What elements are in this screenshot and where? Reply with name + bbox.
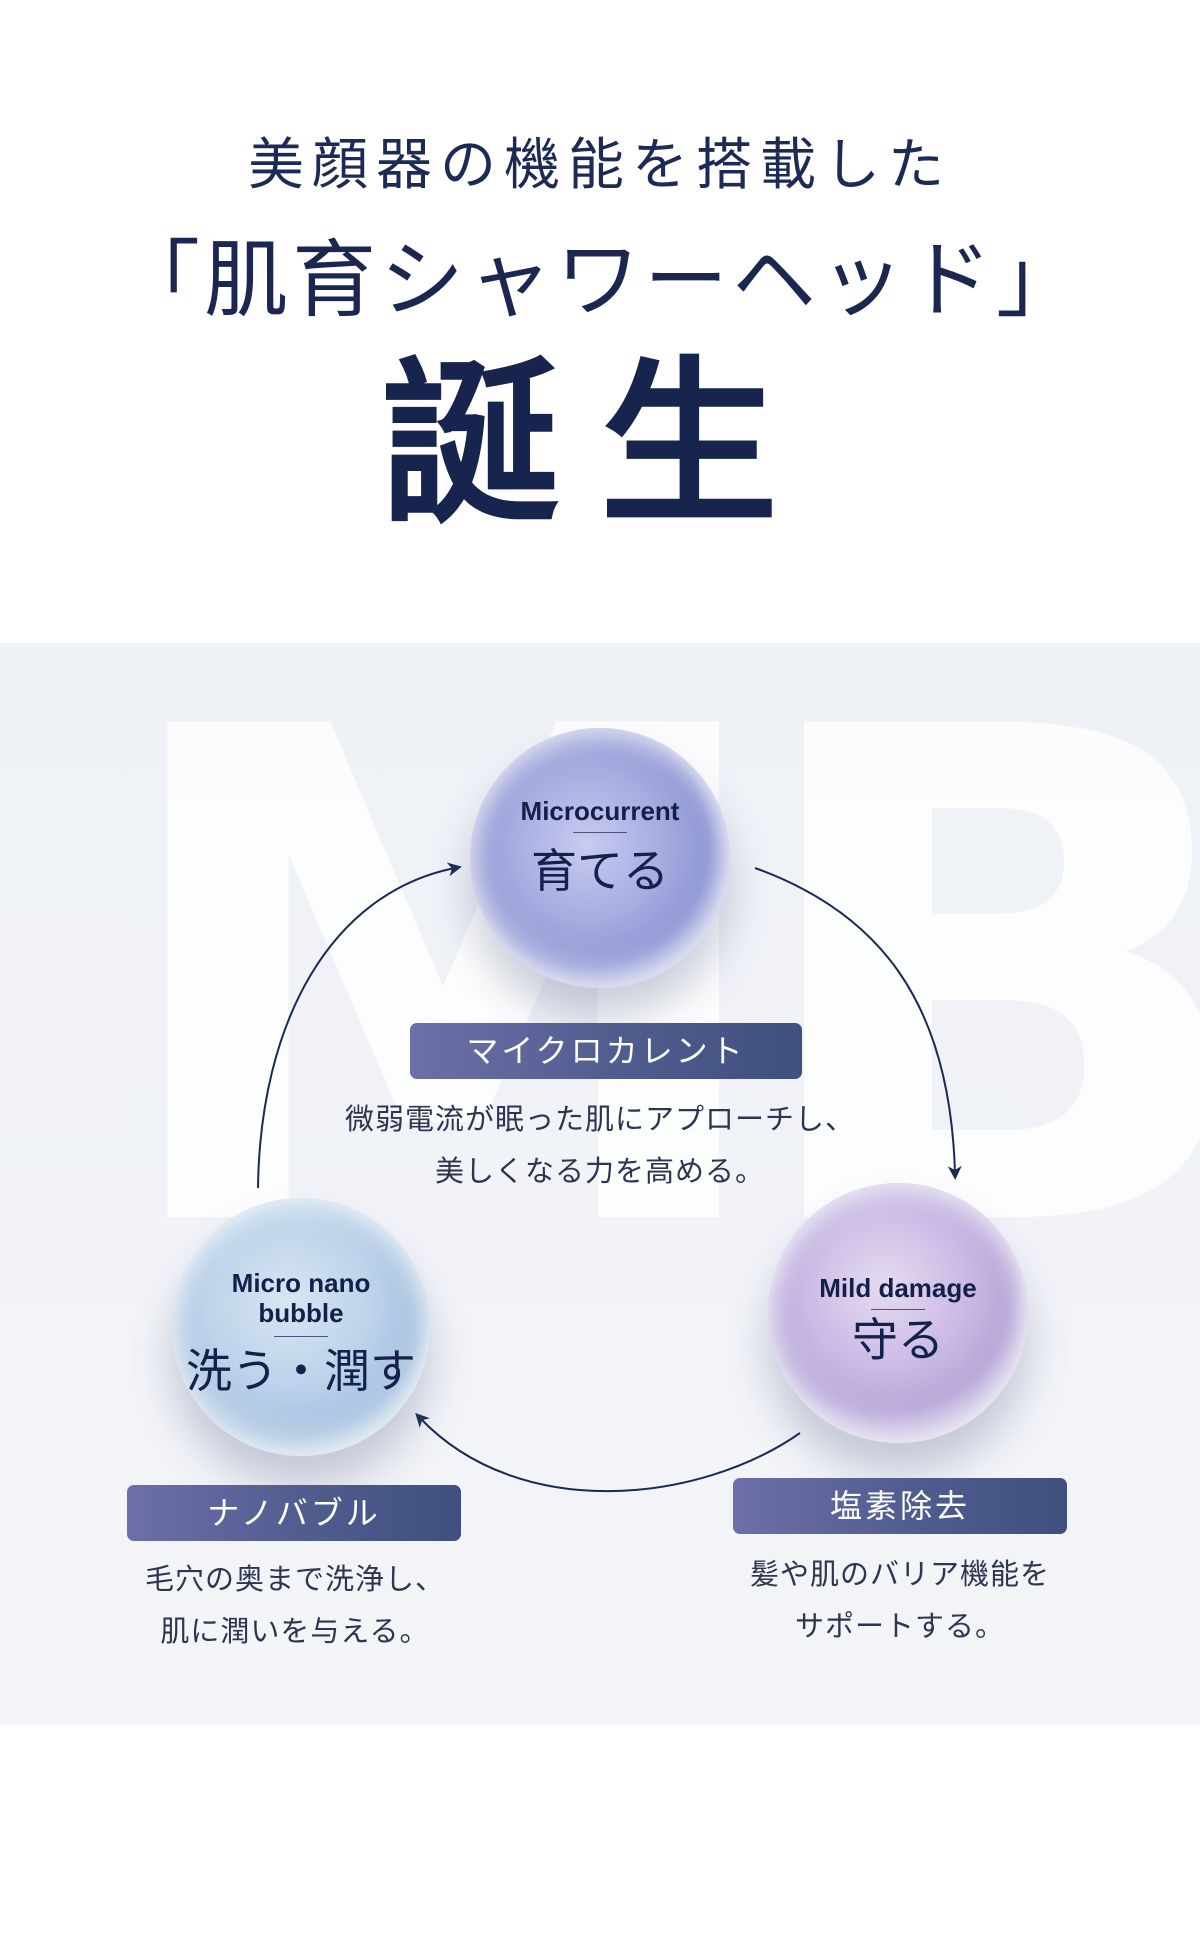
mild-damage-desc-line1: 髪や肌のバリア機能を	[749, 1557, 1050, 1591]
hero-big-text: 誕生	[382, 339, 818, 548]
mild-damage-divider	[871, 1309, 925, 1310]
mild-damage-en-label: Mild damage	[819, 1273, 977, 1303]
microcurrent-en-label: Microcurrent	[520, 796, 680, 826]
mild-damage-description: 髪や肌のバリア機能を サポートする。	[680, 1548, 1120, 1652]
cycle-arrows	[257, 862, 962, 1493]
micro-nano-bubble-description: 毛穴の奥まで洗浄し、 肌に潤いを与える。	[80, 1553, 510, 1657]
arrow-mn-to-mc	[257, 862, 462, 1189]
microcurrent-divider	[573, 832, 627, 833]
microcurrent-description: 微弱電流が眠った肌にアプローチし、 美しくなる力を高める。	[300, 1093, 900, 1197]
micro-nano-bubble-desc-line1: 毛穴の奥まで洗浄し、	[144, 1562, 445, 1596]
microcurrent-desc-line2: 美しくなる力を高める。	[434, 1154, 765, 1188]
mild-damage-sphere: Mild damage 守る	[768, 1183, 1028, 1443]
micro-nano-bubble-en-line1: Micro nano	[231, 1268, 371, 1298]
mild-damage-jp-label: 守る	[852, 1313, 944, 1367]
micro-nano-bubble-sphere: Micro nano bubble 洗う・潤す	[172, 1198, 430, 1456]
micro-nano-bubble-en-line2: bubble	[258, 1298, 344, 1328]
features-panel: MB Microcurrent 育てる マイクロカレント 微弱電流が眠った肌にア…	[0, 643, 1200, 1725]
micro-nano-bubble-desc-line2: 肌に潤いを与える。	[160, 1614, 430, 1648]
arrow-md-to-mn	[415, 1412, 801, 1493]
micro-nano-bubble-divider	[274, 1336, 328, 1337]
microcurrent-sphere: Microcurrent 育てる	[470, 728, 730, 988]
hero-section: 美顔器の機能を搭載した 「肌育シャワーヘッド」 誕生	[0, 0, 1200, 640]
microcurrent-desc-line1: 微弱電流が眠った肌にアプローチし、	[344, 1102, 855, 1136]
mild-damage-desc-line2: サポートする。	[794, 1609, 1005, 1643]
mild-damage-tag: 塩素除去	[733, 1478, 1067, 1534]
microcurrent-tag: マイクロカレント	[410, 1023, 802, 1079]
hero-subtitle: 美顔器の機能を搭載した	[248, 133, 952, 198]
arrow-mc-to-md	[754, 867, 962, 1180]
micro-nano-bubble-tag: ナノバブル	[127, 1485, 461, 1541]
micro-nano-bubble-jp-label: 洗う・潤す	[186, 1344, 416, 1398]
microcurrent-jp-label: 育てる	[531, 844, 669, 898]
hero-title: 「肌育シャワーヘッド」	[115, 231, 1084, 329]
